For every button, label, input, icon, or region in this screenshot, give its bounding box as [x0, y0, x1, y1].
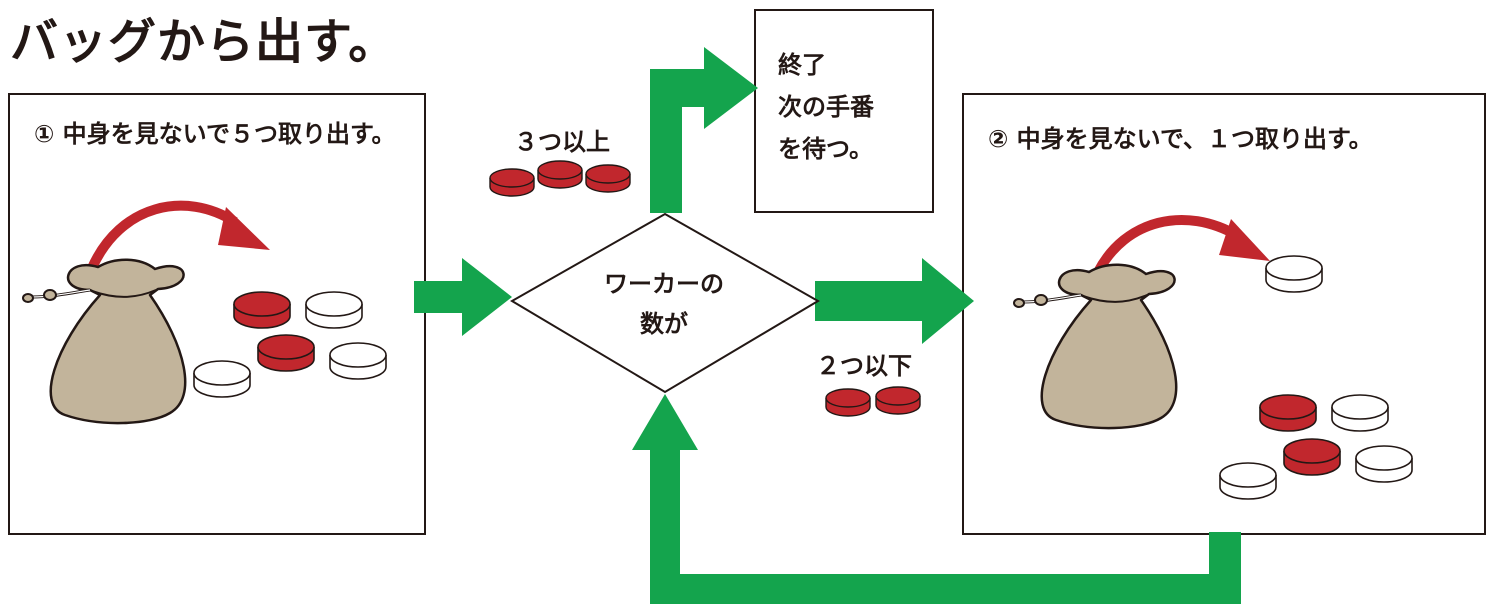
red-token-icon [585, 164, 631, 193]
red-token-icon [1283, 438, 1341, 476]
end-line-2: 次の手番 [778, 93, 874, 121]
end-box [754, 9, 934, 213]
decision-line-2: 数が [640, 310, 688, 338]
red-token-icon [537, 160, 583, 189]
curved-arrow-icon [1093, 214, 1241, 275]
curved-arrow-icon [87, 200, 238, 271]
step1-instruction: ① 中身を見ないで５つ取り出す。 [34, 120, 396, 148]
bag-icon [1012, 263, 1178, 430]
step2-instruction: ② 中身を見ないで、１つ取り出す。 [988, 125, 1373, 153]
red-token-icon [257, 334, 315, 372]
white-token-icon [305, 291, 363, 329]
arrow-to-end [650, 47, 758, 213]
white-token-icon [1331, 394, 1389, 432]
decision-label: ワーカーの 数が [594, 264, 734, 344]
red-token-icon [489, 168, 535, 197]
white-token-icon [1265, 255, 1323, 293]
branch-less-label: ２つ以下 [816, 352, 912, 380]
end-line-3: を待つ。 [778, 135, 874, 163]
red-token-icon [825, 388, 871, 417]
decision-diamond [510, 212, 820, 394]
white-token-icon [1219, 462, 1277, 500]
arrow-into-decision [414, 258, 512, 336]
red-token-icon [875, 386, 921, 415]
bag-icon [21, 258, 187, 425]
end-box-text: 終了 次の手番 を待つ。 [778, 44, 928, 170]
loop-back-arrow [632, 394, 1241, 604]
red-token-icon [1259, 394, 1317, 432]
white-token-icon [193, 360, 251, 398]
end-line-1: 終了 [778, 51, 826, 79]
decision-line-1: ワーカーの [604, 270, 724, 298]
page-title: バッグから出す。 [10, 14, 398, 70]
white-token-icon [1355, 445, 1413, 483]
arrow-to-step2 [815, 258, 974, 344]
red-token-icon [233, 291, 291, 329]
branch-more-label: ３つ以上 [514, 128, 610, 156]
white-token-icon [329, 342, 387, 380]
